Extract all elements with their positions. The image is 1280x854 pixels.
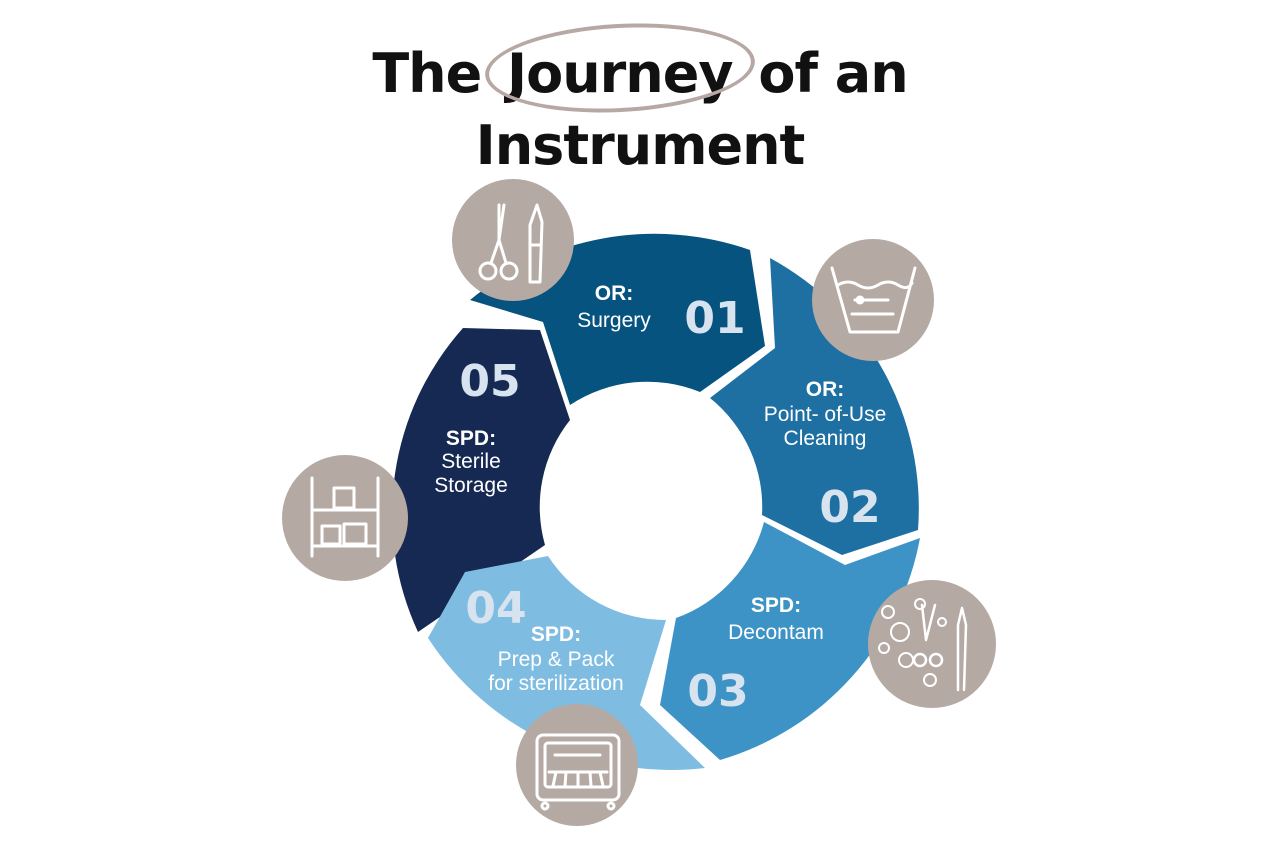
title-line-1: The Journey of an [0,17,1280,119]
step-02-label-bold: OR: [806,378,845,401]
step-02-segment: 02 OR: Point- of-Use Cleaning [710,258,919,555]
step-05-label-line-1: Sterile [441,450,501,473]
step-04-label-line-1: Prep & Pack [498,648,615,671]
step-05-icon-circle [282,455,408,581]
step-01-label-line-1: Surgery [577,309,651,332]
step-01-number: 01 [684,293,745,344]
step-03-label-bold: SPD: [751,594,801,617]
step-02-shape [710,258,919,555]
step-04-label-bold: SPD: [531,623,581,646]
instruments-shape [912,603,968,692]
title-line-2: Instrument [475,114,806,177]
cleaning-basin-icon [812,239,934,361]
scalpel-shape [528,203,544,284]
scissors-scalpel-icon [452,179,574,301]
step-02-number: 02 [819,482,880,533]
basin-shape [830,266,917,334]
step-03-number: 03 [687,666,748,717]
storage-shelf-icon [282,455,408,581]
sterilizer-icon [516,704,638,826]
title-word-after: of an [758,42,908,105]
step-03-label-line-1: Decontam [728,621,824,644]
step-05-number: 05 [459,356,520,407]
step-01-icon-circle [452,179,574,301]
step-02-label-line-1: Point- of-Use [764,403,887,426]
step-05-segment: 05 SPD: Sterile Storage [392,328,570,632]
bubbles-instruments-icon [868,580,996,708]
step-05-label-line-2: Storage [434,474,508,497]
sterilizer-shape [535,733,621,811]
step-01-label-bold: OR: [595,282,634,305]
step-05-shape [392,328,570,632]
title-word-highlight: Journey [482,17,757,119]
step-02-label-line-2: Cleaning [784,427,867,450]
title-word-before: The [372,42,482,105]
page-title: The Journey of an Instrument [0,17,1280,182]
title-highlight-text: Journey [507,42,734,105]
shelf-shape [310,476,380,558]
step-05-label-bold: SPD: [446,427,496,450]
step-04-segment: 04 SPD: Prep & Pack for sterilization [428,556,705,770]
step-04-label-line-2: for sterilization [488,672,623,695]
step-04-number: 04 [465,583,526,634]
scissors-shape [478,203,519,281]
step-03-shape [660,522,920,760]
step-04-shape [428,556,705,770]
step-03-segment: 03 SPD: Decontam [660,522,920,760]
